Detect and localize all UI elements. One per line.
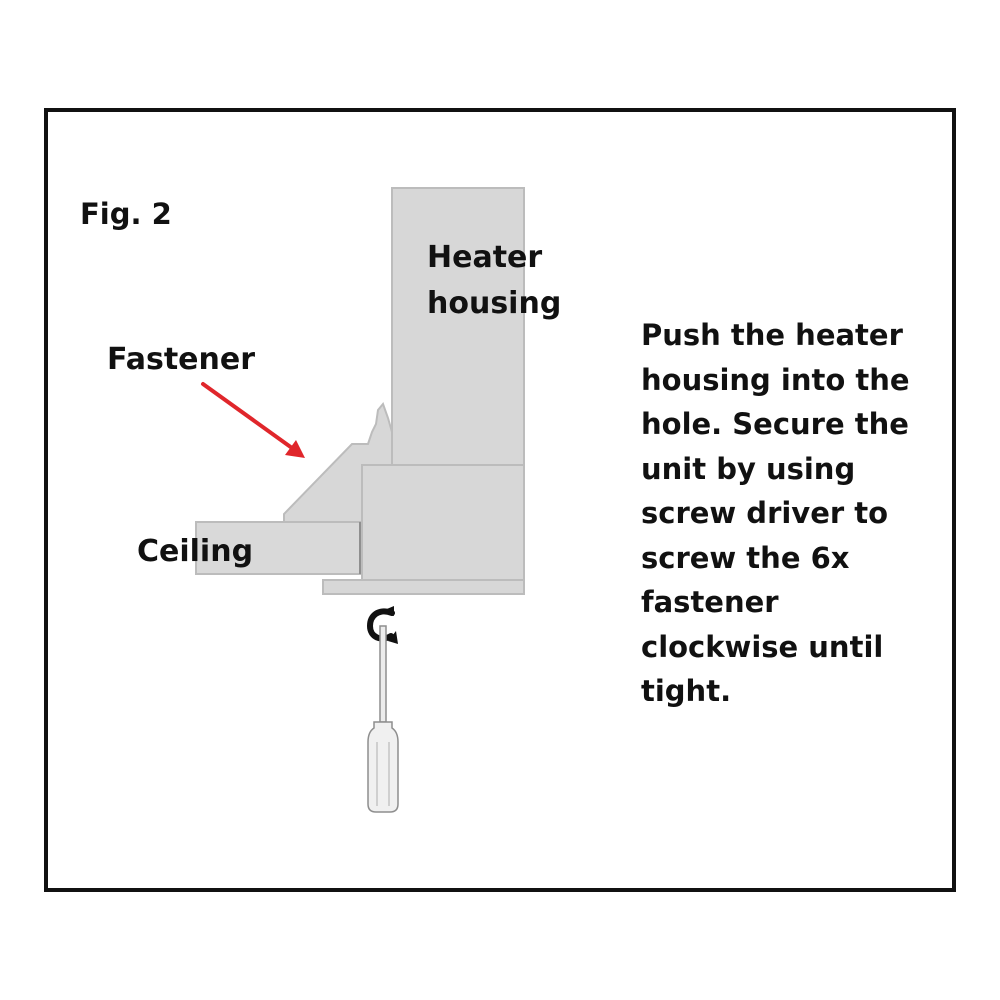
heater-housing-label-line: housing [427, 286, 562, 321]
instruction-line: hole. Secure the [641, 407, 909, 441]
instruction-line: tight. [641, 674, 732, 708]
heater-housing-label-line: Heater [427, 240, 543, 275]
instruction-line: screw the 6x [641, 540, 850, 575]
screwdriver-icon [367, 625, 399, 813]
instruction-line: fastener [641, 585, 779, 619]
heater-housing-body [391, 187, 525, 467]
instruction-line: Push the heater [641, 318, 903, 352]
fastener-label: Fastener [107, 342, 256, 377]
heater-housing-base [361, 464, 525, 583]
instruction-line: unit by using [641, 451, 856, 486]
instruction-text: Push the heater housing into the hole. S… [641, 313, 961, 714]
fastener-arrow-icon [201, 382, 305, 458]
figure-label: Fig. 2 [80, 197, 172, 231]
instruction-line: screw driver to [641, 496, 889, 530]
heater-housing-label: Heater housing [427, 235, 561, 327]
instruction-line: clockwise until [641, 629, 884, 664]
instruction-line: housing into the [641, 362, 910, 397]
housing-flange [322, 579, 525, 595]
ceiling-label: Ceiling [137, 534, 254, 569]
ceiling-board [195, 521, 361, 575]
